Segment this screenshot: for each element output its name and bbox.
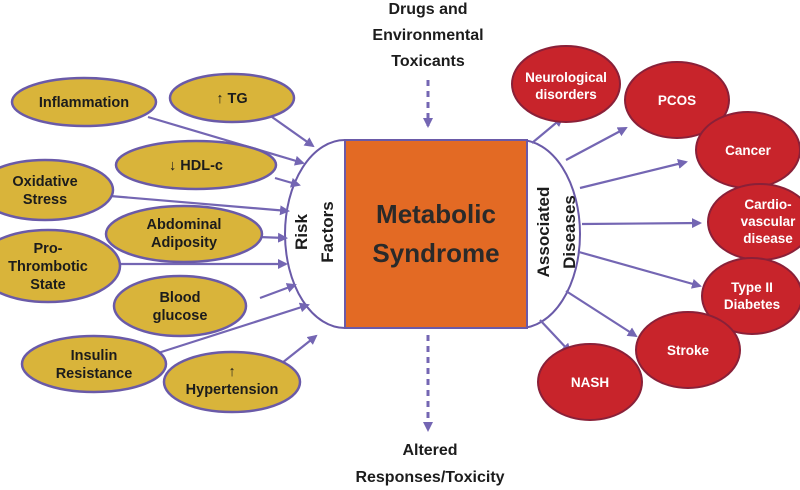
disease-nash: NASH: [537, 343, 643, 421]
svg-text:Neurological: Neurological: [525, 70, 607, 85]
arrow-pcos: [565, 127, 628, 161]
top-input-label: Drugs and Environmental Toxicants: [372, 1, 483, 70]
svg-text:Stress: Stress: [23, 192, 67, 208]
arrow-tg: [271, 116, 315, 148]
bottom-output-line2: Responses/Toxicity: [355, 469, 504, 486]
risk-factor-hypertension: ↑ Hypertension: [162, 350, 302, 414]
disease-pcos: PCOS: [624, 61, 730, 139]
risk-factor-hdl-c: ↓ HDL-c: [114, 139, 278, 191]
associated-diseases-line2: Diseases: [560, 195, 579, 269]
risk-factor-blood-glucose: Blood glucose: [112, 274, 248, 338]
svg-text:Oxidative: Oxidative: [12, 174, 77, 190]
svg-text:Insulin: Insulin: [71, 348, 118, 364]
arrow-cardiovascular: [581, 218, 702, 229]
risk-factor-pro-thrombotic-state: Pro- Thrombotic State: [0, 228, 122, 304]
svg-text:Adiposity: Adiposity: [151, 235, 217, 251]
arrow-glucose: [259, 283, 297, 300]
svg-text:Hypertension: Hypertension: [186, 382, 279, 398]
svg-text:PCOS: PCOS: [658, 93, 696, 108]
disease-cardiovascular: Cardio- vascular disease: [707, 183, 800, 261]
svg-text:Cardio-: Cardio-: [744, 197, 791, 212]
disease-type-ii-diabetes: Type II Diabetes: [701, 257, 800, 335]
center-box: [344, 139, 528, 329]
disease-neurological-disorders: Neurological disorders: [511, 45, 621, 123]
svg-text:Blood: Blood: [159, 290, 200, 306]
bottom-output-line1: Altered: [402, 442, 457, 459]
svg-text:↓ HDL-c: ↓ HDL-c: [169, 158, 223, 174]
risk-factor-oxidative-stress: Oxidative Stress: [0, 158, 115, 222]
risk-factors-line2: Factors: [318, 201, 337, 262]
svg-text:disease: disease: [743, 231, 793, 246]
arrow-stroke: [565, 290, 638, 338]
arrow-hypertension: [281, 334, 318, 364]
svg-text:glucose: glucose: [153, 308, 208, 324]
arrow-insulin: [154, 302, 310, 356]
arrow-oxidative: [109, 194, 290, 216]
arrow-inflammation: [147, 115, 305, 166]
top-input-line2: Environmental: [372, 27, 483, 44]
center-title-line1: Metabolic: [376, 199, 496, 229]
svg-text:NASH: NASH: [571, 375, 609, 390]
svg-text:vascular: vascular: [741, 214, 797, 229]
risk-factors-line1: Risk: [292, 214, 311, 250]
svg-text:State: State: [30, 277, 65, 293]
svg-text:Inflammation: Inflammation: [39, 95, 129, 111]
arrow-nash: [539, 319, 572, 354]
arrow-hdl: [274, 176, 301, 188]
svg-text:Diabetes: Diabetes: [724, 297, 780, 312]
svg-text:Thrombotic: Thrombotic: [8, 259, 88, 275]
risk-factor-abdominal-adiposity: Abdominal Adiposity: [104, 204, 264, 264]
arrow-diabetes: [578, 250, 702, 289]
risk-factor-insulin-resistance: Insulin Resistance: [20, 334, 168, 394]
svg-text:disorders: disorders: [535, 87, 597, 102]
bottom-output-label: Altered Responses/Toxicity: [355, 442, 504, 486]
top-input-line3: Toxicants: [391, 53, 465, 70]
svg-text:Resistance: Resistance: [56, 366, 133, 382]
svg-text:Pro-: Pro-: [34, 241, 63, 257]
top-input-line1: Drugs and: [388, 1, 467, 18]
svg-text:Stroke: Stroke: [667, 343, 710, 358]
disease-stroke: Stroke: [635, 311, 741, 389]
svg-text:Type II: Type II: [731, 280, 773, 295]
risk-factor-inflammation: Inflammation: [10, 76, 158, 128]
svg-text:↑ TG: ↑ TG: [216, 91, 247, 107]
svg-text:↑: ↑: [228, 364, 235, 380]
svg-text:Abdominal: Abdominal: [147, 217, 222, 233]
arrow-cancer: [579, 159, 688, 190]
associated-diseases-line1: Associated: [534, 187, 553, 278]
svg-text:Cancer: Cancer: [725, 143, 772, 158]
disease-cancer: Cancer: [695, 111, 800, 189]
risk-factor-tg: ↑ TG: [168, 72, 296, 124]
central-capsule: Metabolic Syndrome Risk Factors Associat…: [284, 139, 581, 329]
center-title-line2: Syndrome: [372, 238, 499, 268]
